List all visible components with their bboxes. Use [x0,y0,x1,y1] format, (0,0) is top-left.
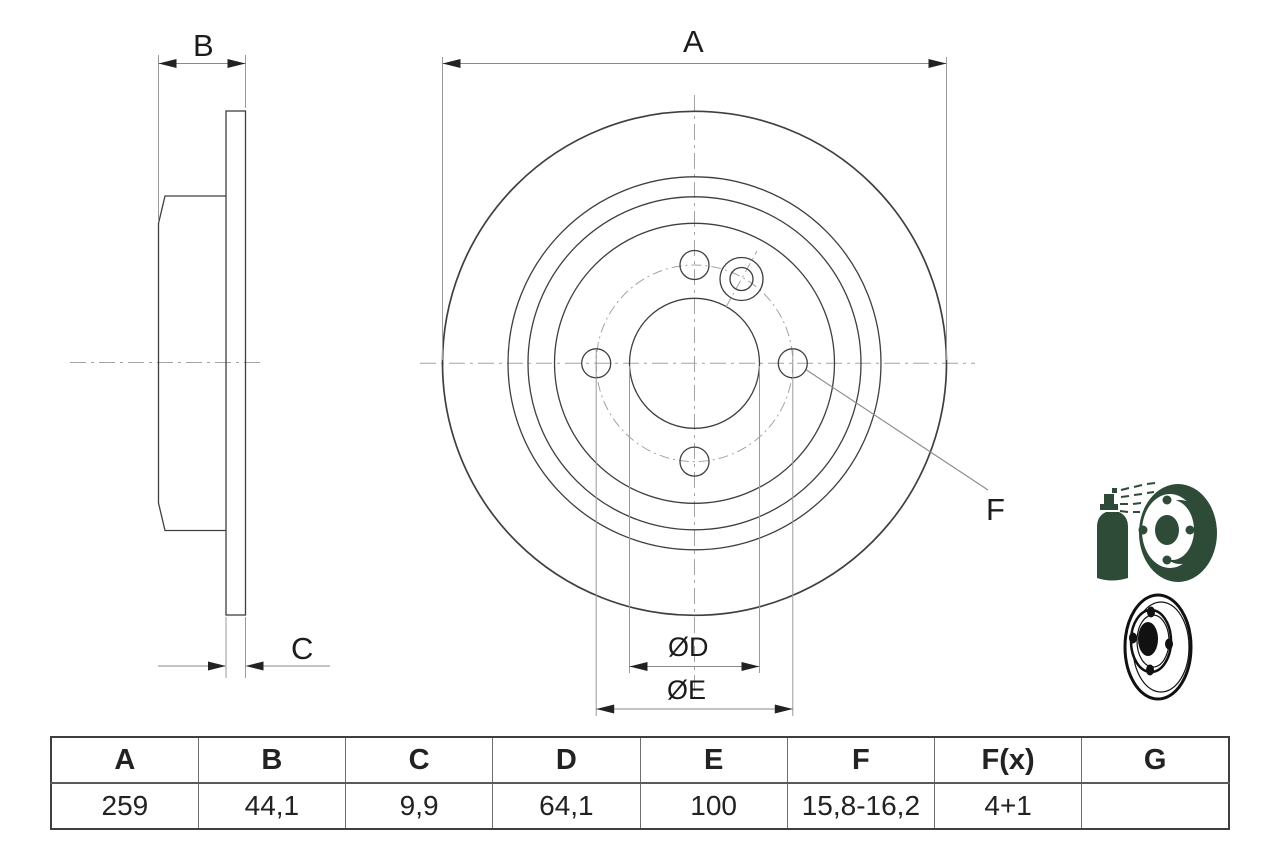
spray-can-cap [1104,494,1114,506]
hub-section [157,195,226,532]
arrowhead [245,661,264,671]
spray-can-shoulder [1100,504,1118,510]
arrowhead [928,59,947,68]
bolt-hole [679,249,710,281]
col-header-G: G [1081,736,1230,784]
braking-band-inner-edge [507,176,882,551]
solid-disc-bolt-hole [1147,606,1155,618]
solid-disc-bolt-hole [1165,638,1173,650]
col-header-Fx: F(x) [933,736,1083,784]
front-view: A ØD ØE F [420,24,1005,716]
col-header-D: D [492,736,641,784]
spray-can-body [1097,512,1128,581]
value-A: 259 [50,782,199,830]
coated-disc-bolt-hole [1162,555,1172,565]
hub-outer-edge [527,196,862,531]
pin-hole-centerline [725,250,758,308]
value-F: 15,8-16,2 [786,782,936,830]
pin-hole-counterbore [719,256,764,302]
label-OE: ØE [667,675,706,705]
arrowhead [741,662,760,671]
label-OD: ØD [668,632,709,662]
value-C: 9,9 [344,782,494,830]
label-B: B [193,28,214,63]
coated-disc-bolt-hole [1185,525,1195,535]
coated-disc-bolt-hole [1138,525,1148,535]
arrowhead [208,661,226,671]
col-header-A: A [50,736,199,784]
value-G [1081,782,1230,830]
center-bore [628,297,761,429]
pin-hole [729,266,754,292]
hub-step-edge [553,222,836,504]
arrowhead [596,704,615,714]
spec-header-row: A B C D E F F(x) G [50,736,1230,784]
arrowhead [442,59,461,68]
solid-disc-icon [1123,593,1193,701]
arrowhead [774,704,793,714]
spray-droplets [1119,482,1156,513]
leader-line-F [806,369,989,491]
disc-plate-section [225,110,247,616]
coated-disc-bore [1155,515,1179,545]
value-B: 44,1 [197,782,347,830]
spec-value-row: 259 44,1 9,9 64,1 100 15,8-16,2 4+1 [50,782,1230,830]
label-F: F [986,492,1005,527]
coating-spray-icon [1097,482,1217,582]
col-header-B: B [197,736,347,784]
value-D: 64,1 [492,782,641,830]
arrowhead [158,59,177,68]
bolt-hole [679,446,710,477]
col-header-C: C [344,736,494,784]
col-header-E: E [639,736,788,784]
value-Fx: 4+1 [933,782,1083,830]
solid-disc-bolt-hole [1146,664,1154,676]
side-view: B C [70,28,330,678]
spray-can-nozzle [1112,488,1117,493]
col-header-F: F [786,736,936,784]
arrowhead [227,59,246,68]
label-A: A [683,24,704,59]
solid-disc-bolt-hole [1129,632,1137,644]
solid-disc-bore [1138,622,1158,656]
brake-disc-drawing: B C [70,24,1217,716]
label-C: C [291,631,313,666]
value-E: 100 [639,782,788,830]
arrowhead [629,662,648,671]
disc-outer-edge [441,110,948,617]
dimension-spec-table: A B C D E F F(x) G 259 44,1 9,9 64,1 100… [50,736,1230,830]
coated-disc-bolt-hole [1162,495,1172,505]
